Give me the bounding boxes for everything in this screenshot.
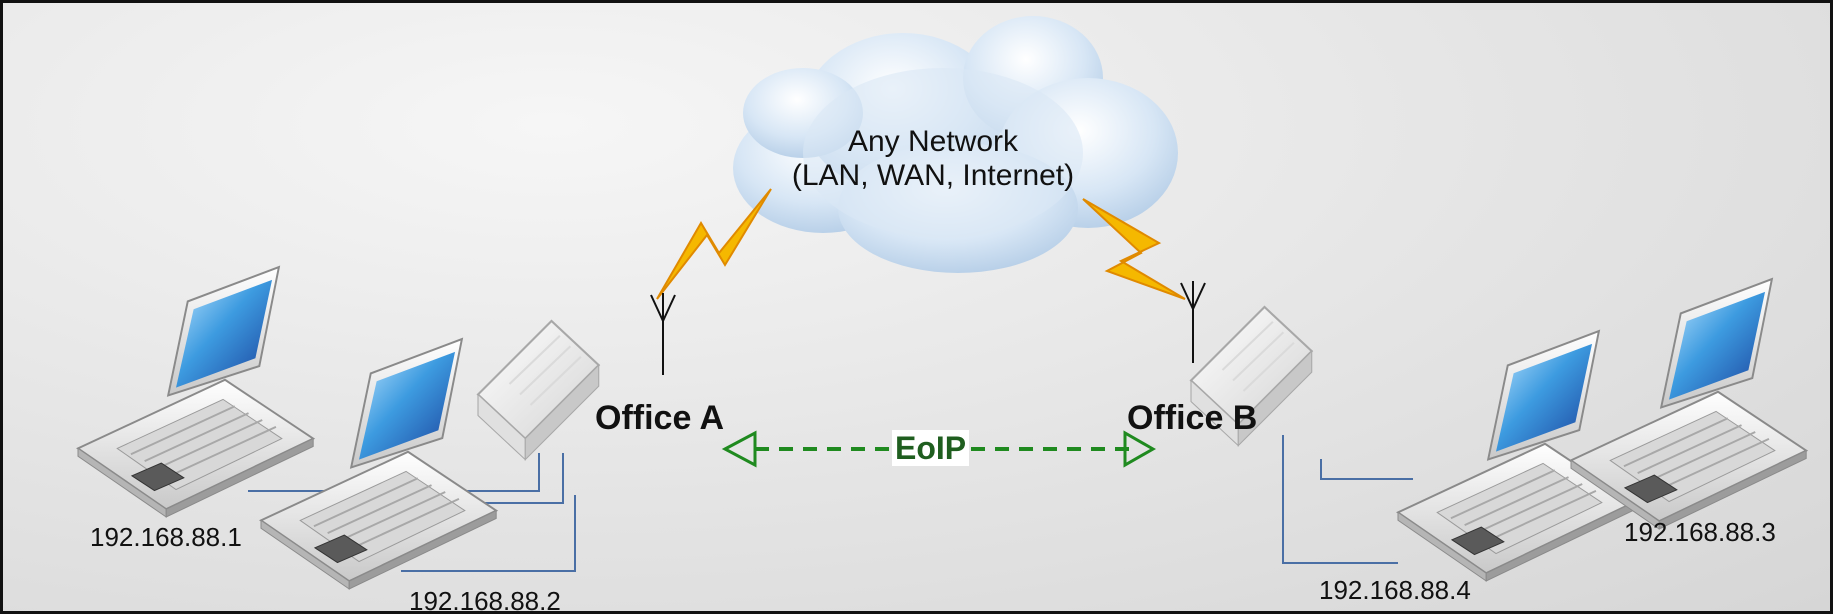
laptop-2-icon <box>260 338 498 590</box>
laptop-1-icon <box>77 266 315 518</box>
office-a-label: Office A <box>595 399 725 437</box>
ip-label-host-4: 192.168.88.4 <box>1319 575 1471 605</box>
lightning-bolt-right-icon <box>1082 198 1186 300</box>
cloud-label: Any Network (LAN, WAN, Internet) <box>763 125 1103 193</box>
ip-label-host-3: 192.168.88.3 <box>1624 517 1776 547</box>
cloud-label-line1: Any Network <box>847 125 1019 158</box>
office-b-label: Office B <box>1127 399 1258 437</box>
laptop-3-icon <box>1570 278 1808 530</box>
eoip-tunnel <box>721 430 1157 468</box>
eoip-label: EoIP <box>892 430 970 466</box>
arrowhead-left-icon <box>721 430 757 468</box>
router-office-b-icon <box>1180 281 1313 447</box>
ip-label-host-2: 192.168.88.2 <box>409 586 561 614</box>
diagram-canvas <box>77 16 1808 590</box>
cloud-label-line2: (LAN, WAN, Internet) <box>791 159 1075 192</box>
cloud-icon <box>733 16 1178 273</box>
lightning-bolt-left-icon <box>656 188 772 300</box>
router-office-a-icon <box>476 293 676 461</box>
arrowhead-right-icon <box>1123 430 1157 468</box>
ip-label-host-1: 192.168.88.1 <box>90 522 242 552</box>
